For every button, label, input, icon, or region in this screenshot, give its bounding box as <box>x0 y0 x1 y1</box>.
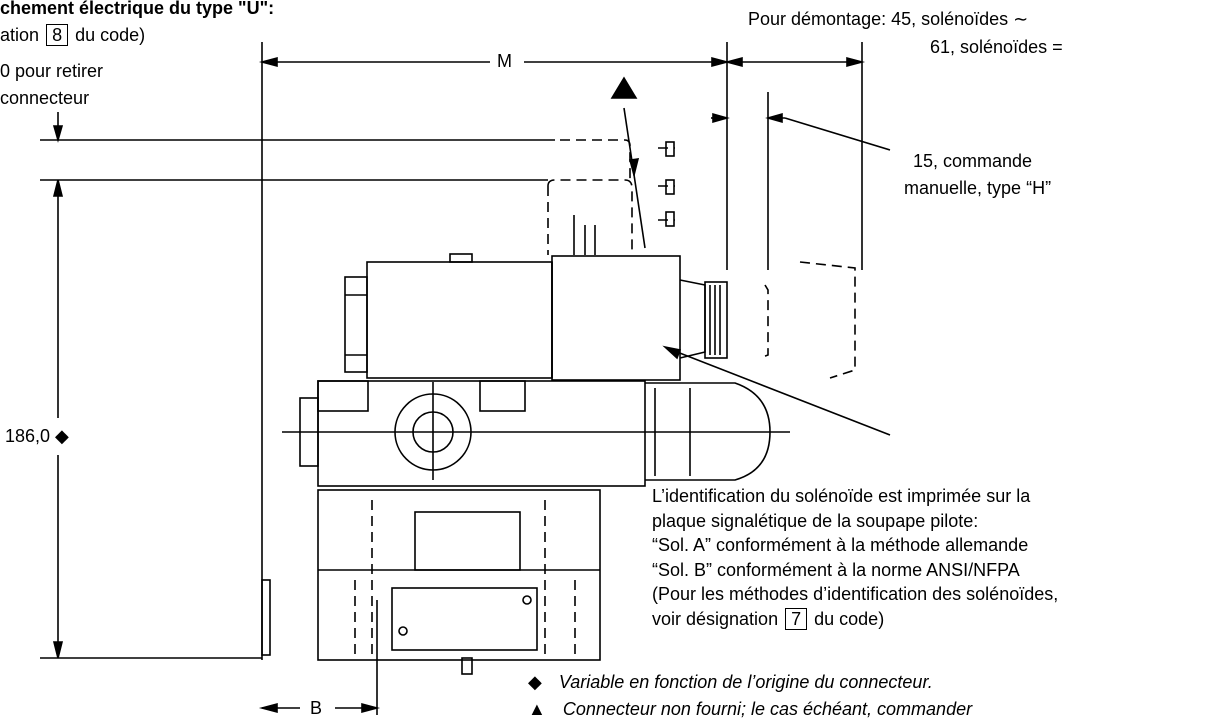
note-line-5: (Pour les méthodes d’identification des … <box>652 584 1059 604</box>
manual-override-line2: manuelle, type “H” <box>904 178 1052 198</box>
triangle-icon: ▲ <box>528 699 546 719</box>
note-line-6-suffix: du code) <box>814 608 885 629</box>
note-line-3: “Sol. A” conformément à la méthode allem… <box>652 535 1029 555</box>
code-reference: ation 8 du code) <box>0 24 145 46</box>
dismount-line1: Pour démontage: 45, solénoïdes ∼ <box>748 9 1029 29</box>
code-ref-prefix: ation <box>0 25 40 45</box>
header-title: chement électrique du type "U": <box>0 0 275 18</box>
main-valve-body <box>261 489 601 675</box>
dimension-height-label: 186,0 ◆ <box>5 426 69 446</box>
dimension-height <box>52 112 64 659</box>
note-line-4: “Sol. B” conformément à la norme ANSI/NF… <box>652 559 1020 580</box>
dimension-b <box>258 702 381 714</box>
manual-override-line1: 15, commande <box>913 151 1033 171</box>
connector-pins <box>573 141 675 255</box>
note-line-6: voir désignation 7 du code) <box>652 607 1058 632</box>
dismount-line2: 61, solénoïdes = <box>930 37 1063 57</box>
footnote-triangle: ▲ Connecteur non fourni; le cas échéant,… <box>528 698 972 720</box>
footnote-triangle-text: Connecteur non fourni; le cas échéant, c… <box>562 699 973 719</box>
dimension-m <box>258 56 866 68</box>
pilot-valve-body <box>282 380 790 487</box>
dimension-b-label: B <box>310 698 323 718</box>
identification-note: L’identification du solénoïde est imprim… <box>652 484 1058 631</box>
connector-note-line2: connecteur <box>0 88 90 108</box>
dimension-manual-override <box>711 92 891 270</box>
diamond-icon: ◆ <box>528 672 542 692</box>
note-line-2: plaque signalétique de la soupape pilote… <box>652 510 979 531</box>
code-ref-suffix: du code) <box>75 25 146 45</box>
note-line-6-prefix: voir désignation <box>652 608 779 629</box>
note-line-1: L’identification du solénoïde est imprim… <box>652 486 1031 506</box>
solenoid-body <box>344 253 728 381</box>
footnote-diamond: ◆ Variable en fonction de l’origine du c… <box>528 671 933 693</box>
connector-note-line1: 0 pour retirer <box>0 61 104 81</box>
triangle-pointer <box>610 76 646 249</box>
code-ref-box: 8 <box>46 24 69 46</box>
dimension-m-label: M <box>497 51 512 71</box>
extension-lines <box>40 42 863 715</box>
connector-outline <box>547 139 856 379</box>
identification-leader <box>662 345 891 436</box>
note-line-6-box: 7 <box>785 607 808 630</box>
footnote-diamond-text: Variable en fonction de l’origine du con… <box>558 672 933 692</box>
